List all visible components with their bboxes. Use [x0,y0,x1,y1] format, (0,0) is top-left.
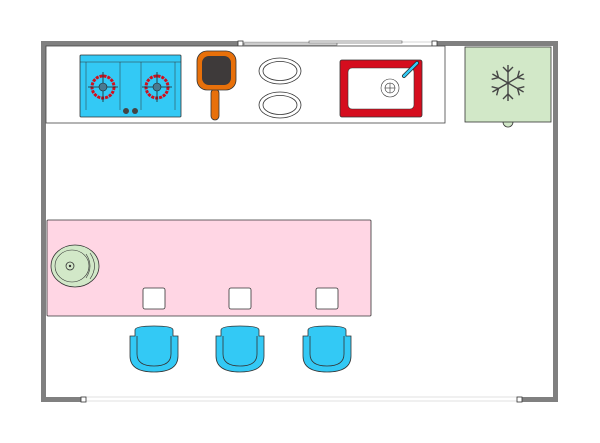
kitchen-island [46,219,372,317]
walls [41,41,558,402]
sink [339,59,423,118]
chairs [129,325,352,373]
chair [129,325,179,373]
stool [228,287,252,310]
stove-knob [132,108,138,114]
wall-bottom-right [520,397,558,402]
chair [302,325,352,373]
stool [315,287,339,310]
burner-right [142,72,172,102]
stools [142,287,339,310]
stove-knob [123,108,129,114]
chair [215,325,265,373]
window-bottom [80,396,523,403]
burner-left [88,72,118,102]
stove [79,54,182,118]
window-top [237,40,438,47]
wall-top-left [41,41,241,46]
round-cooktop [50,244,100,288]
refrigerator [464,46,552,128]
wall-left [41,41,46,402]
wall-right [553,41,558,402]
wall-bottom-left [41,397,84,402]
plates [258,57,302,119]
frying-pan [196,50,237,121]
snowflake-icon [489,65,527,101]
wall-top-right [434,41,558,46]
stool [142,287,166,310]
